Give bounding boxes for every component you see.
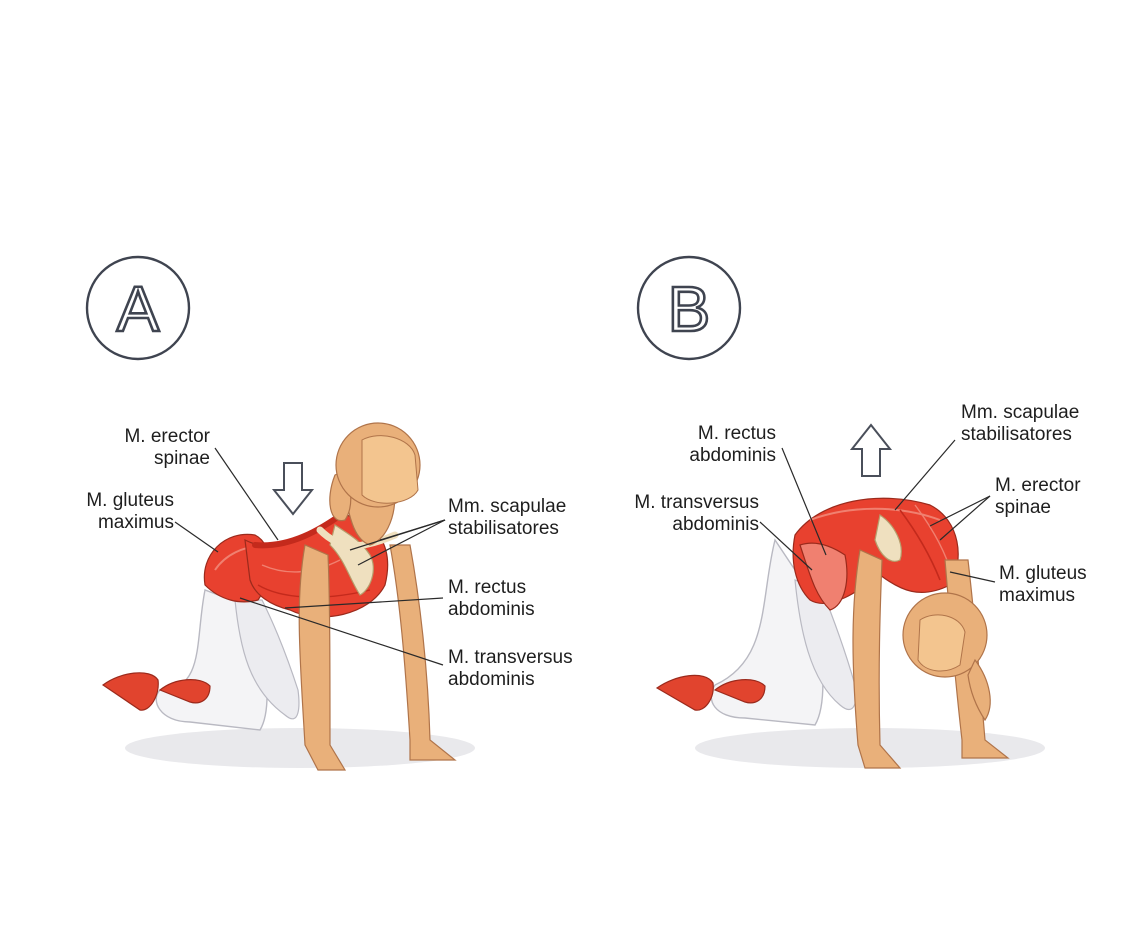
label-rectus-abdominis-a-1: M. rectus <box>448 577 526 598</box>
panel-b-abdomen <box>799 542 848 611</box>
panel-a-arm-right <box>389 544 457 761</box>
panel-b-labels: M. rectus abdominis M. transversus abdom… <box>634 402 1086 606</box>
panel-b-arm-left <box>852 549 902 769</box>
panel-a-labels: M. erector spinae M. gluteus maximus Mm.… <box>86 426 572 690</box>
panel-a-neck <box>344 494 396 546</box>
panel-a-pants-thigh <box>234 599 300 720</box>
label-erector-spinae-b-1: M. erector <box>995 475 1081 496</box>
label-erector-spinae-a-2: spinae <box>154 448 210 469</box>
panel-b-leaders <box>759 439 996 583</box>
label-rectus-abdominis-b-1: M. rectus <box>698 423 776 444</box>
panel-a-figure <box>101 422 457 771</box>
label-gluteus-maximus-a-2: maximus <box>98 512 174 533</box>
label-gluteus-maximus-b-2: maximus <box>999 585 1075 606</box>
panel-b-scapula <box>874 514 902 562</box>
label-scapulae-stabilisatores-a-1: Mm. scapulae <box>448 496 566 517</box>
panel-b-figure <box>655 497 1010 769</box>
panel-a-badge-letter: A <box>117 273 160 345</box>
panel-a-shadow <box>125 728 475 768</box>
panel-b-badge: B <box>636 255 742 361</box>
panel-a-badge: A <box>85 255 191 361</box>
down-arrow-icon <box>271 462 315 516</box>
label-gluteus-maximus-a-1: M. gluteus <box>86 490 174 511</box>
panel-b-shoe-left <box>655 674 714 711</box>
panel-b-badge-circle <box>636 255 742 361</box>
label-transversus-abdominis-b-2: abdominis <box>672 514 759 535</box>
label-erector-spinae-b-2: spinae <box>995 497 1051 518</box>
label-transversus-abdominis-a-1: M. transversus <box>448 647 573 668</box>
panel-a-badge-circle <box>85 255 191 361</box>
label-scapulae-stabilisatores-b-1: Mm. scapulae <box>961 402 1079 423</box>
label-rectus-abdominis-b-2: abdominis <box>689 445 776 466</box>
panel-b-pants-thigh <box>794 579 857 711</box>
up-arrow-icon <box>849 423 893 477</box>
panel-a-leaders <box>174 447 446 666</box>
label-transversus-abdominis-a-2: abdominis <box>448 669 535 690</box>
panel-a: A <box>85 255 573 771</box>
panel-a-head <box>329 422 421 522</box>
label-erector-spinae-a-1: M. erector <box>124 426 210 447</box>
panel-a-arm-left <box>298 544 347 771</box>
label-gluteus-maximus-b-1: M. gluteus <box>999 563 1087 584</box>
panel-a-shoe-left <box>101 672 159 711</box>
panel-a-shoe-right <box>158 679 211 704</box>
panel-b-head <box>902 592 991 722</box>
label-scapulae-stabilisatores-a-2: stabilisatores <box>448 518 559 539</box>
label-scapulae-stabilisatores-b-2: stabilisatores <box>961 424 1072 445</box>
label-rectus-abdominis-a-2: abdominis <box>448 599 535 620</box>
panel-b: B <box>634 255 1087 769</box>
label-transversus-abdominis-b-1: M. transversus <box>634 492 759 513</box>
panel-b-badge-letter: B <box>668 273 711 345</box>
panel-b-shoe-right <box>713 679 766 704</box>
